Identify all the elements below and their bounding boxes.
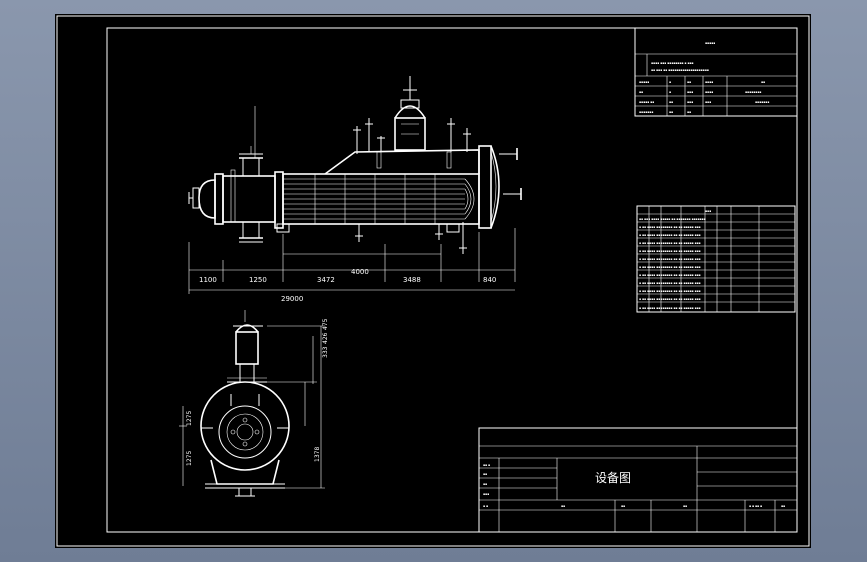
svg-text:▪▪▪▪▪▪▪: ▪▪▪▪▪▪▪	[639, 110, 653, 114]
svg-text:▪▪▪▪ ▪▪▪ ▪▪▪▪▪▪▪▪ ▪ ▪▪▪: ▪▪▪▪ ▪▪▪ ▪▪▪▪▪▪▪▪ ▪ ▪▪▪	[651, 61, 693, 65]
svg-text:▪ ▪: ▪ ▪	[483, 504, 488, 508]
dim-4000: 4000	[351, 268, 369, 276]
dim-840: 840	[483, 276, 496, 284]
outer-frame	[56, 15, 810, 547]
svg-text:▪▪: ▪▪	[761, 80, 765, 84]
svg-text:▪ ▪▪ ▪▪▪▪ ▪▪▪▪▪▪▪▪ ▪▪ ▪▪ ▪▪▪▪▪: ▪ ▪▪ ▪▪▪▪ ▪▪▪▪▪▪▪▪ ▪▪ ▪▪ ▪▪▪▪▪ ▪▪▪	[639, 233, 701, 237]
drawing-sheet: ▪▪▪▪▪ ▪▪▪▪ ▪▪▪ ▪▪▪▪▪▪▪▪ ▪ ▪▪▪ ▪▪ ▪▪▪ ▪▪ …	[55, 14, 811, 548]
svg-text:▪▪: ▪▪	[483, 472, 487, 476]
dim-333: 333	[322, 346, 329, 358]
dim-475: 475	[322, 318, 329, 330]
svg-text:▪▪▪▪: ▪▪▪▪	[705, 90, 713, 94]
svg-text:▪▪▪▪: ▪▪▪▪	[705, 80, 713, 84]
svg-text:▪▪ ▪▪▪ ▪▪ ▪▪▪▪▪▪▪▪▪▪▪▪▪▪▪▪▪▪▪▪: ▪▪ ▪▪▪ ▪▪ ▪▪▪▪▪▪▪▪▪▪▪▪▪▪▪▪▪▪▪▪	[651, 68, 709, 72]
svg-text:▪▪ ▪▪▪ ▪▪▪▪ ▪▪▪▪▪ ▪▪ ▪▪▪▪▪▪▪ ▪: ▪▪ ▪▪▪ ▪▪▪▪ ▪▪▪▪▪ ▪▪ ▪▪▪▪▪▪▪ ▪▪▪▪▪▪▪	[639, 217, 706, 221]
svg-text:▪ ▪▪ ▪▪▪▪ ▪▪▪▪▪▪▪▪ ▪▪ ▪▪ ▪▪▪▪▪: ▪ ▪▪ ▪▪▪▪ ▪▪▪▪▪▪▪▪ ▪▪ ▪▪ ▪▪▪▪▪ ▪▪▪	[639, 306, 701, 310]
dim-1250: 1250	[249, 276, 267, 284]
svg-text:▪▪ ▪: ▪▪ ▪	[483, 463, 490, 467]
elevation-view: 1100 1250 3472 4000 3488 840 29000	[188, 76, 522, 303]
dim-3472: 3472	[317, 276, 335, 284]
drawing-title: 设备图	[595, 471, 631, 485]
dim-3488: 3488	[403, 276, 421, 284]
svg-text:▪▪: ▪▪	[687, 110, 691, 114]
svg-text:▪▪▪: ▪▪▪	[705, 100, 711, 104]
svg-text:▪ ▪▪ ▪▪▪▪ ▪▪▪▪▪▪▪▪ ▪▪ ▪▪ ▪▪▪▪▪: ▪ ▪▪ ▪▪▪▪ ▪▪▪▪▪▪▪▪ ▪▪ ▪▪ ▪▪▪▪▪ ▪▪▪	[639, 297, 701, 301]
technical-spec-table: ▪▪▪▪▪ ▪▪▪▪ ▪▪▪ ▪▪▪▪▪▪▪▪ ▪ ▪▪▪ ▪▪ ▪▪▪ ▪▪ …	[634, 27, 798, 117]
svg-text:▪▪▪▪▪ ▪▪: ▪▪▪▪▪ ▪▪	[639, 100, 654, 104]
svg-text:▪▪▪▪▪▪▪▪: ▪▪▪▪▪▪▪▪	[745, 90, 761, 94]
svg-text:▪▪▪: ▪▪▪	[483, 492, 489, 496]
svg-text:▪ ▪▪ ▪▪▪▪ ▪▪▪▪▪▪▪▪ ▪▪ ▪▪ ▪▪▪▪▪: ▪ ▪▪ ▪▪▪▪ ▪▪▪▪▪▪▪▪ ▪▪ ▪▪ ▪▪▪▪▪ ▪▪▪	[639, 249, 701, 253]
svg-text:▪▪▪: ▪▪▪	[687, 90, 693, 94]
svg-text:▪▪▪: ▪▪▪	[705, 209, 711, 213]
dim-1275-lower: 1275	[186, 451, 193, 466]
svg-text:▪▪: ▪▪	[669, 100, 673, 104]
svg-text:▪ ▪▪ ▪▪▪▪ ▪▪▪▪▪▪▪▪ ▪▪ ▪▪ ▪▪▪▪▪: ▪ ▪▪ ▪▪▪▪ ▪▪▪▪▪▪▪▪ ▪▪ ▪▪ ▪▪▪▪▪ ▪▪▪	[639, 289, 701, 293]
dim-1100: 1100	[199, 276, 217, 284]
svg-text:▪▪: ▪▪	[669, 110, 673, 114]
dim-overall: 29000	[281, 295, 303, 303]
svg-text:▪▪▪▪▪: ▪▪▪▪▪	[705, 41, 715, 45]
svg-text:▪▪: ▪▪	[561, 504, 565, 508]
svg-text:▪▪: ▪▪	[781, 504, 785, 508]
svg-text:▪▪▪: ▪▪▪	[687, 100, 693, 104]
svg-text:▪▪: ▪▪	[483, 482, 487, 486]
svg-text:▪▪: ▪▪	[683, 504, 687, 508]
title-block: ▪▪ ▪ ▪▪ ▪▪ ▪▪▪ ▪ ▪ ▪▪ ▪▪ ▪▪ ▪ ▪ ▪▪ ▪ ▪▪ …	[478, 427, 798, 533]
svg-text:▪ ▪▪ ▪▪▪▪ ▪▪▪▪▪▪▪▪ ▪▪ ▪▪ ▪▪▪▪▪: ▪ ▪▪ ▪▪▪▪ ▪▪▪▪▪▪▪▪ ▪▪ ▪▪ ▪▪▪▪▪ ▪▪▪	[639, 273, 701, 277]
svg-text:▪▪: ▪▪	[621, 504, 625, 508]
dim-426: 426	[322, 332, 329, 344]
cad-drawing: ▪▪▪▪▪ ▪▪▪▪ ▪▪▪ ▪▪▪▪▪▪▪▪ ▪ ▪▪▪ ▪▪ ▪▪▪ ▪▪ …	[56, 15, 810, 547]
svg-text:▪ ▪▪ ▪▪▪▪ ▪▪▪▪▪▪▪▪ ▪▪ ▪▪ ▪▪▪▪▪: ▪ ▪▪ ▪▪▪▪ ▪▪▪▪▪▪▪▪ ▪▪ ▪▪ ▪▪▪▪▪ ▪▪▪	[639, 225, 701, 229]
dim-1378: 1378	[314, 447, 321, 462]
dim-1275-upper: 1275	[186, 411, 193, 426]
svg-text:▪ ▪▪ ▪▪▪▪ ▪▪▪▪▪▪▪▪ ▪▪ ▪▪ ▪▪▪▪▪: ▪ ▪▪ ▪▪▪▪ ▪▪▪▪▪▪▪▪ ▪▪ ▪▪ ▪▪▪▪▪ ▪▪▪	[639, 241, 701, 245]
svg-text:▪ ▪▪ ▪▪▪▪ ▪▪▪▪▪▪▪▪ ▪▪ ▪▪ ▪▪▪▪▪: ▪ ▪▪ ▪▪▪▪ ▪▪▪▪▪▪▪▪ ▪▪ ▪▪ ▪▪▪▪▪ ▪▪▪	[639, 257, 701, 261]
svg-text:▪ ▪ ▪▪ ▪: ▪ ▪ ▪▪ ▪	[749, 504, 762, 508]
svg-text:▪: ▪	[669, 90, 671, 94]
svg-text:▪ ▪▪ ▪▪▪▪ ▪▪▪▪▪▪▪▪ ▪▪ ▪▪ ▪▪▪▪▪: ▪ ▪▪ ▪▪▪▪ ▪▪▪▪▪▪▪▪ ▪▪ ▪▪ ▪▪▪▪▪ ▪▪▪	[639, 281, 701, 285]
svg-text:▪▪▪▪▪: ▪▪▪▪▪	[639, 80, 649, 84]
svg-text:▪: ▪	[669, 80, 671, 84]
svg-text:▪▪: ▪▪	[639, 90, 643, 94]
svg-text:▪▪▪▪▪▪▪: ▪▪▪▪▪▪▪	[755, 100, 769, 104]
svg-text:▪▪: ▪▪	[687, 80, 691, 84]
section-view: 333 426 475 1275 1275 1378	[179, 310, 329, 497]
inner-frame	[106, 27, 798, 533]
nozzle-table: ▪▪▪ ▪▪ ▪▪▪ ▪▪▪▪ ▪▪▪▪▪ ▪▪ ▪▪▪▪▪▪▪ ▪▪▪▪▪▪▪…	[636, 205, 796, 313]
svg-text:▪ ▪▪ ▪▪▪▪ ▪▪▪▪▪▪▪▪ ▪▪ ▪▪ ▪▪▪▪▪: ▪ ▪▪ ▪▪▪▪ ▪▪▪▪▪▪▪▪ ▪▪ ▪▪ ▪▪▪▪▪ ▪▪▪	[639, 265, 701, 269]
